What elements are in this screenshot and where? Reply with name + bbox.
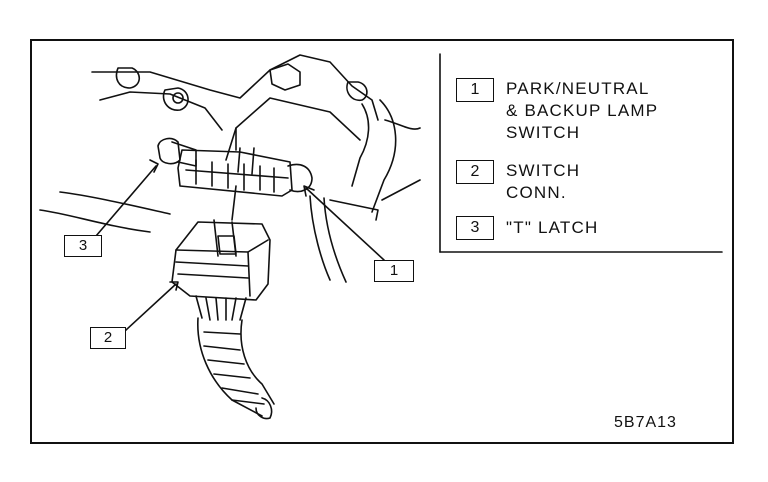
park-neutral-switch — [177, 147, 313, 197]
legend-number-2: 2 — [456, 160, 494, 184]
legend-number-3: 3 — [456, 216, 494, 240]
figure-frame — [30, 39, 734, 444]
callout-3: 3 — [64, 235, 102, 257]
legend-number-1: 1 — [456, 78, 494, 102]
legend-text-3: "T" LATCH — [506, 218, 599, 237]
t-latch — [157, 137, 197, 167]
transmission-housing — [39, 54, 421, 283]
wiring-harness — [195, 295, 275, 420]
legend-text-1: PARK/NEUTRAL & BACKUP LAMP SWITCH — [506, 79, 659, 142]
figure-code: 5B7A13 — [614, 414, 677, 431]
legend-text-2: SWITCH CONN. — [506, 161, 581, 202]
leader-lines — [95, 159, 385, 331]
switch-connector — [171, 185, 271, 301]
callout-1: 1 — [374, 260, 414, 282]
callout-2: 2 — [90, 327, 126, 349]
